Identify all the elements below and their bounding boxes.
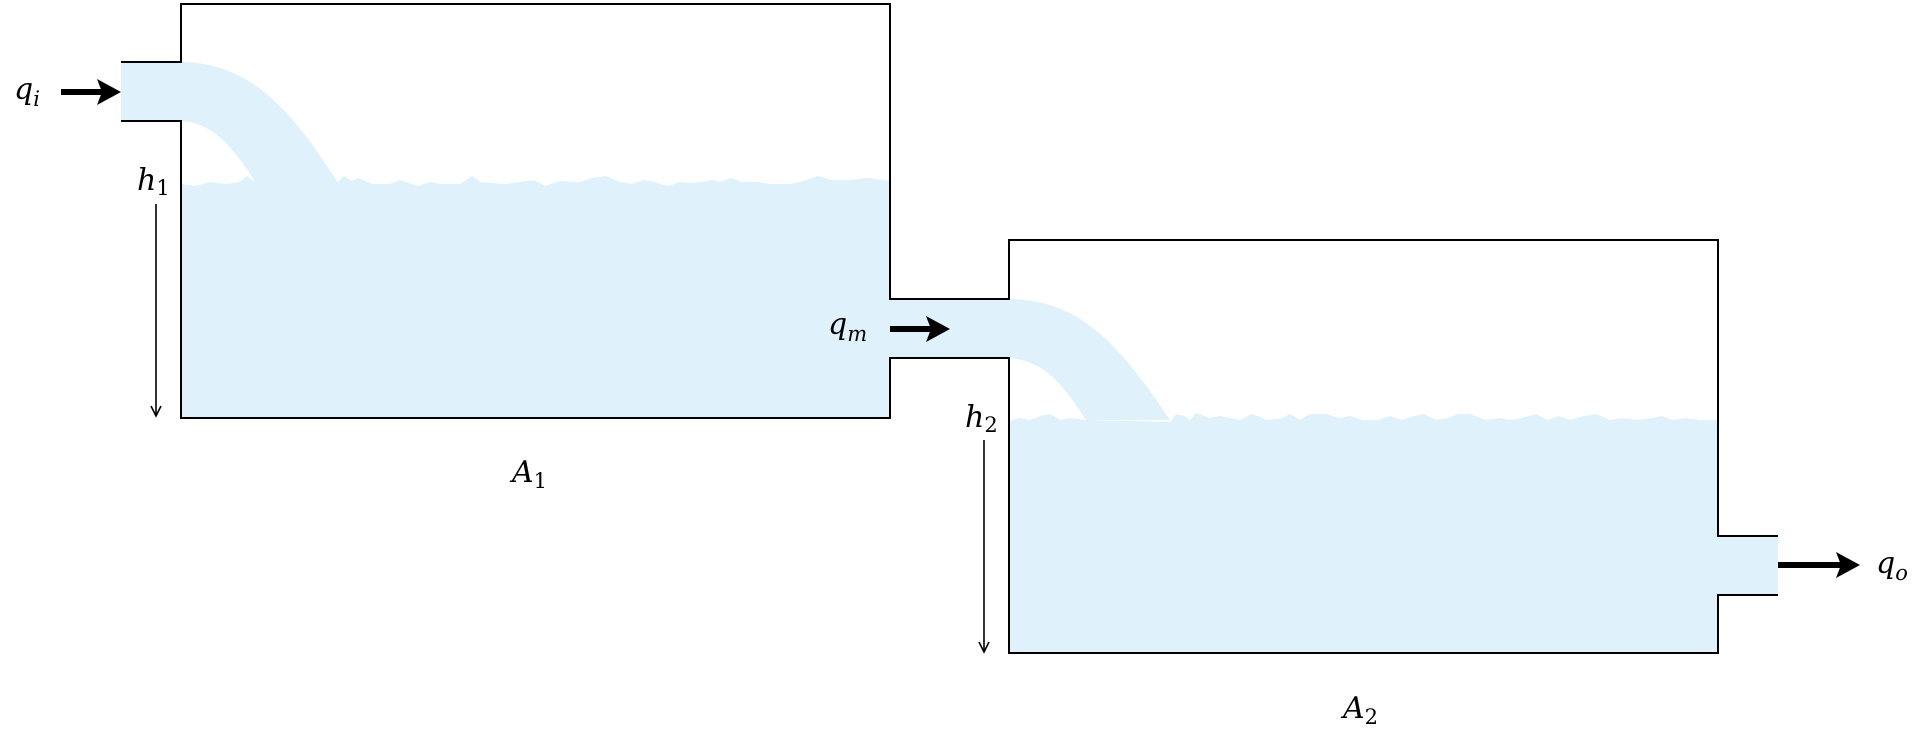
tank2-water <box>890 299 1778 653</box>
tank2-area-label: A2 <box>1340 691 1378 729</box>
midflow-label: qm <box>828 307 867 346</box>
inflow-label: qi <box>14 72 40 111</box>
inflow-arrow <box>61 79 121 105</box>
tank1-area-label: A1 <box>509 455 547 493</box>
tank1-wall <box>121 3 1778 537</box>
outflow-arrow <box>1778 552 1860 578</box>
tank1-water <box>121 62 891 418</box>
level-h1-label: h1 <box>137 163 170 200</box>
midflow-arrow <box>890 316 950 342</box>
level-h2-label: h2 <box>965 400 998 437</box>
level-h2-arrow <box>978 440 990 654</box>
level-h1-arrow <box>150 204 162 418</box>
outflow-label: qo <box>1876 546 1908 585</box>
tank1-bottom-wall <box>121 120 1778 654</box>
